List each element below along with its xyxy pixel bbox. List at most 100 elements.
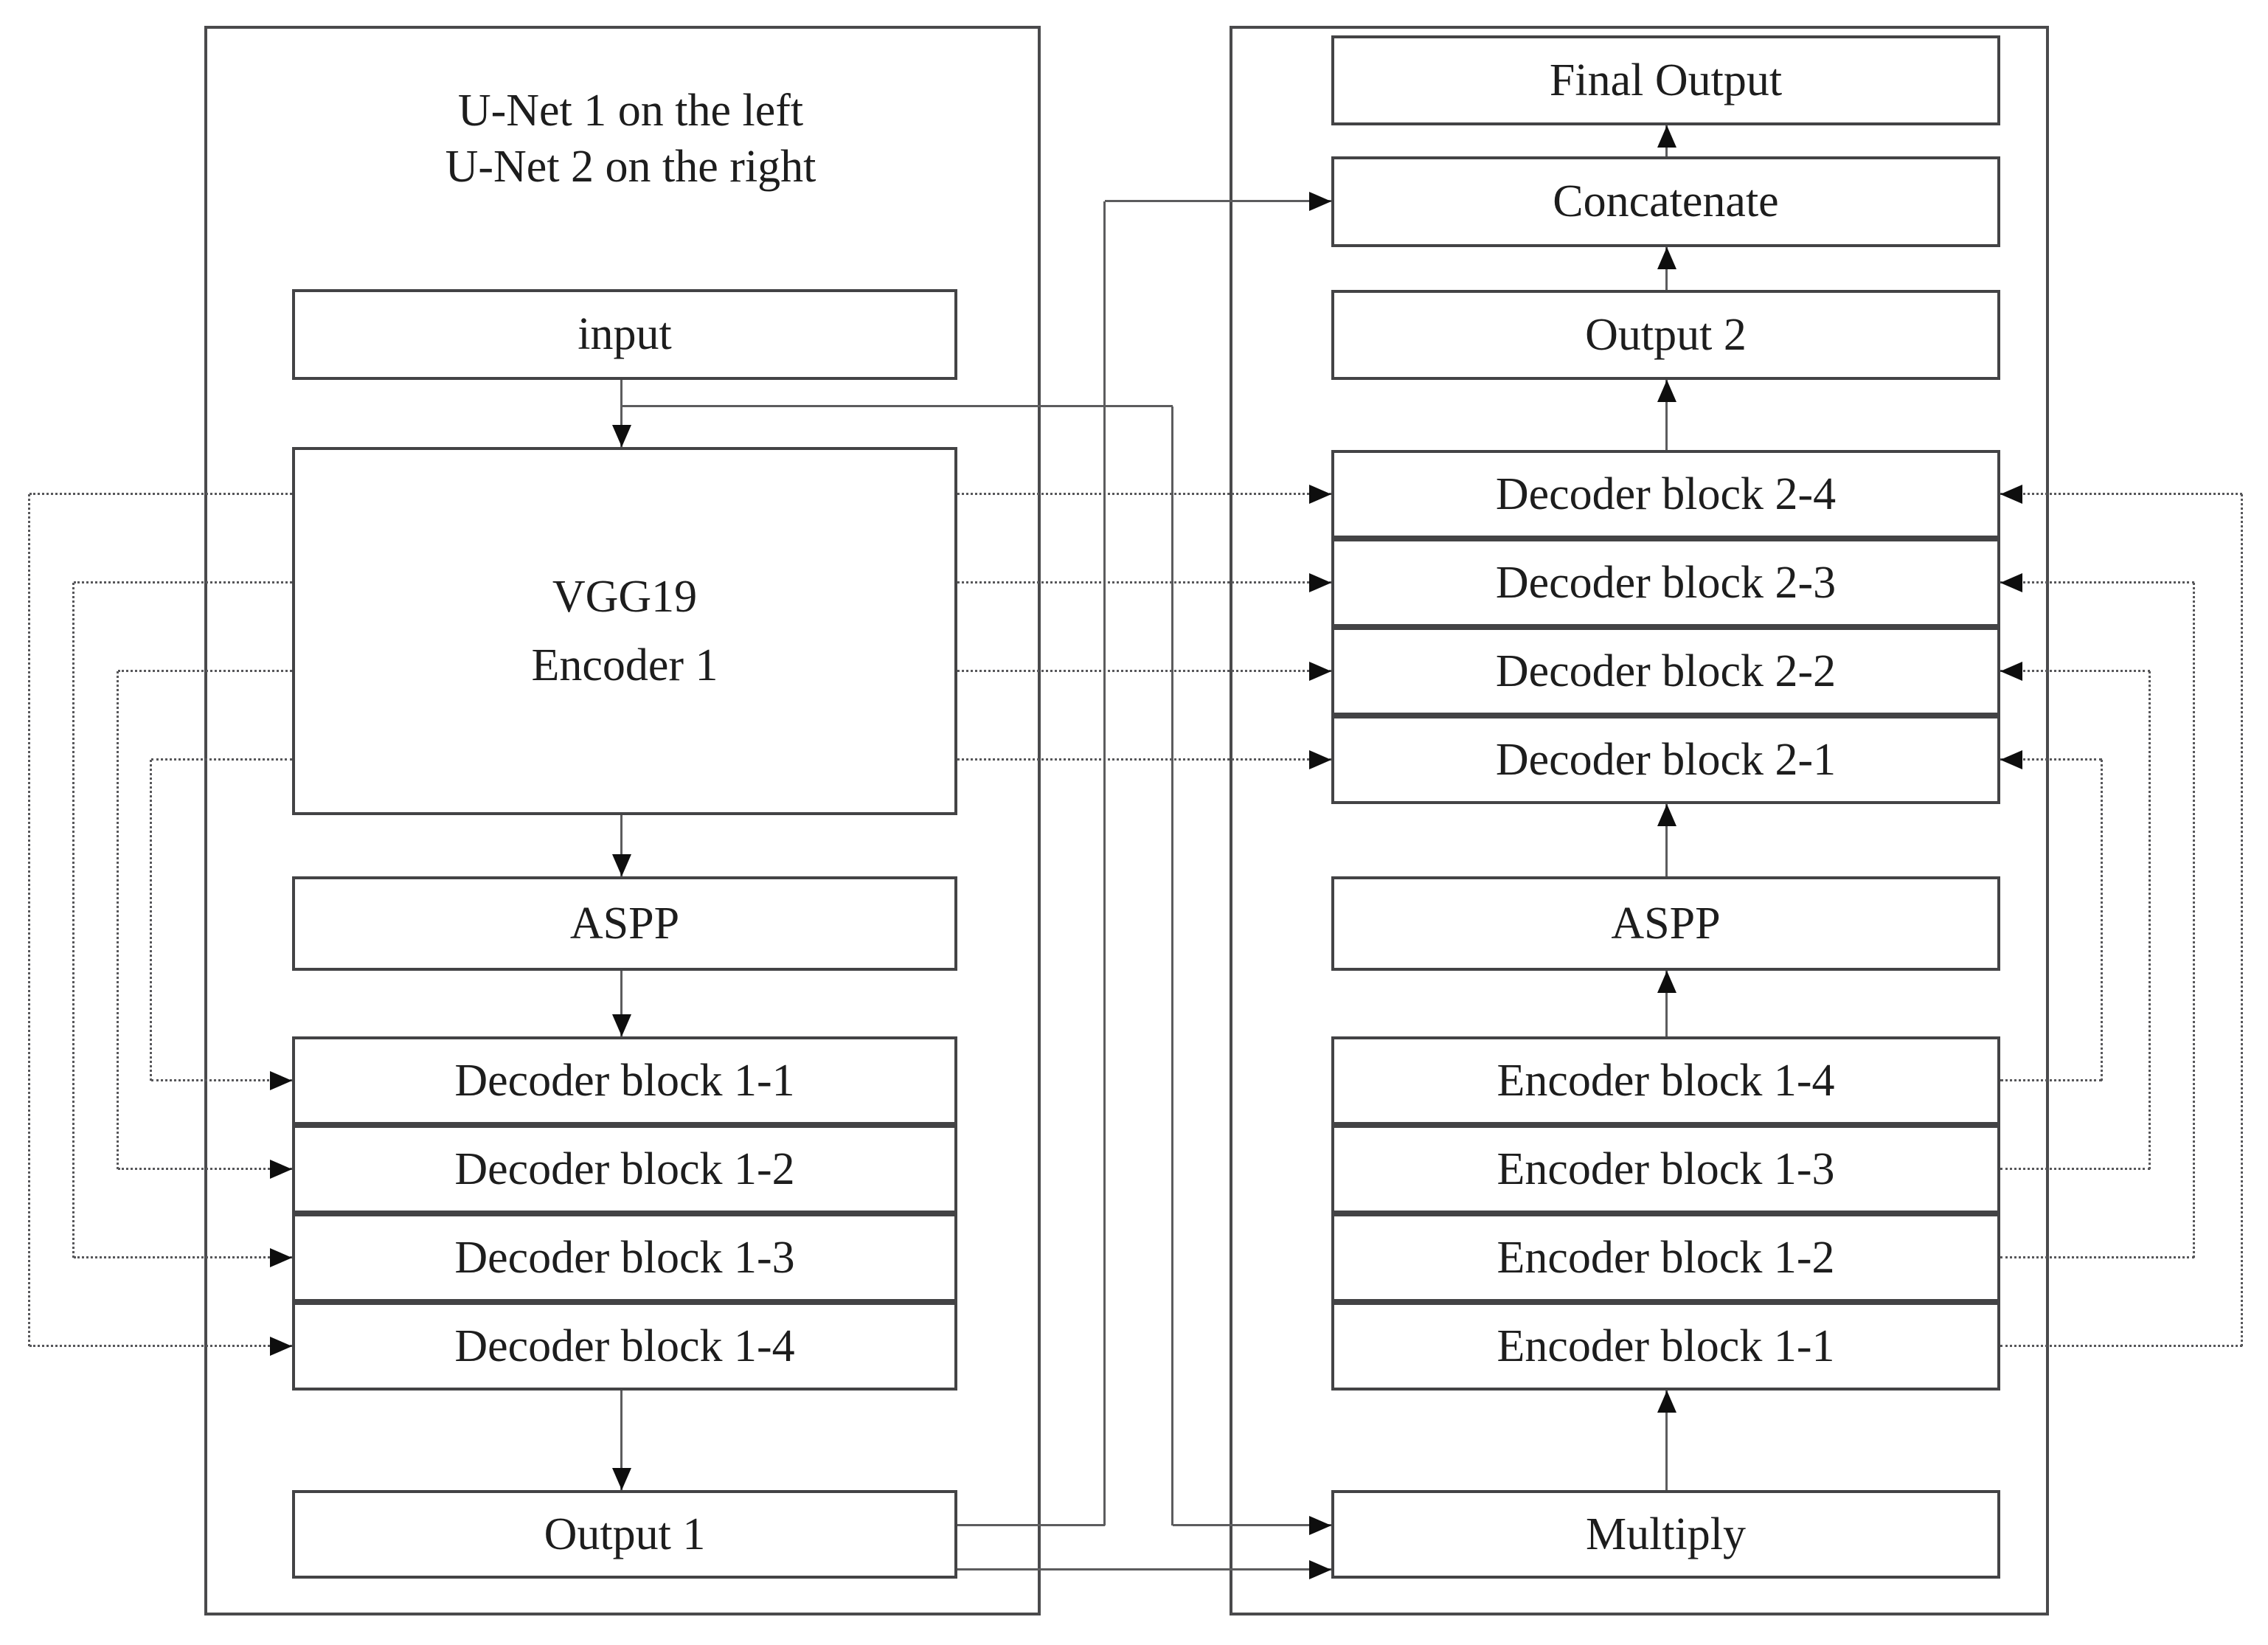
encoder-block-1-2-label: Encoder block 1-2 [1497,1232,1835,1283]
skip-enc14-vertical [2101,760,2103,1081]
arrowhead-skip-to-decoder1-2 [270,1160,292,1179]
arrowhead-output2-to-concatenate [1657,247,1676,269]
arrowhead-encoderblock-to-aspp2 [1657,971,1676,993]
legend-line-2: U-Net 2 on the right [445,142,816,192]
concatenate-label: Concatenate [1553,176,1779,226]
connector-input-branch-vertical [1171,406,1173,1525]
skip-vgg-left-2-vertical [72,583,74,1258]
skip-vgg-left-2-top [74,581,292,583]
aspp1-box: ASPP [292,876,957,971]
arrowhead-skip-to-decoder2-2-right [2000,662,2022,681]
connector-aspp2-to-decoder2 [1665,804,1668,876]
multiply-label: Multiply [1585,1509,1747,1559]
skip-vgg-left-1-top [30,493,292,495]
skip-enc12-top [2000,581,2194,583]
skip-enc12-vertical [2193,583,2195,1258]
arrowhead-output1-to-multiply [1309,1560,1331,1579]
arrowhead-aspp2-to-decoder2 [1657,804,1676,826]
encoder-block-1-4: Encoder block 1-4 [1331,1036,2000,1125]
connector-input-to-multiply [1173,1524,1331,1526]
connector-multiply-to-encoderblock [1665,1391,1668,1490]
decoder-block-2-2-label: Decoder block 2-2 [1495,645,1837,696]
decoder-block-1-2-label: Decoder block 1-2 [454,1143,795,1194]
encoder-block-1-4-label: Encoder block 1-4 [1497,1055,1835,1106]
input-label: input [578,309,672,359]
encoder-block-1-3: Encoder block 1-3 [1331,1125,2000,1213]
final-output-label: Final Output [1549,55,1783,105]
skip-vgg-left-1-bottom [30,1345,292,1347]
output2-label: Output 2 [1585,309,1747,360]
skip-vgg-left-3-bottom [118,1168,292,1170]
arrowhead-skip-to-decoder2-4-left [1309,485,1331,504]
skip-enc13-top [2000,670,2150,672]
arrowhead-skip-to-decoder2-1-left [1309,750,1331,769]
arrowhead-skip-to-decoder2-3-left [1309,573,1331,592]
skip-enc13-bottom [2000,1168,2150,1170]
skip-enc11-top [2000,493,2242,495]
connector-input-branch-horizontal [622,405,1173,407]
concatenate-box: Concatenate [1331,156,2000,247]
final-output-box: Final Output [1331,35,2000,125]
decoder-block-2-4: Decoder block 2-4 [1331,450,2000,538]
connector-output1-to-concatenate-horizontal [1105,200,1331,202]
arrowhead-skip-to-decoder1-1 [270,1071,292,1090]
arrowhead-skip-to-decoder1-4 [270,1337,292,1356]
skip-vgg-left-4-top [151,758,292,761]
output1-label: Output 1 [544,1509,706,1559]
arrowhead-input-to-multiply [1309,1516,1331,1535]
arrowhead-output1-to-concatenate [1309,192,1331,211]
encoder-block-1-1: Encoder block 1-1 [1331,1302,2000,1391]
decoder-block-1-4-label: Decoder block 1-4 [454,1320,795,1371]
arrowhead-skip-to-decoder2-2-left [1309,662,1331,681]
arrowhead-decoder2-to-output2 [1657,380,1676,402]
decoder-block-1-1: Decoder block 1-1 [292,1036,957,1125]
decoder-block-2-4-label: Decoder block 2-4 [1495,468,1837,519]
connector-encoderblock-to-aspp2 [1665,971,1668,1036]
encoder1-box: VGG19 Encoder 1 [292,447,957,815]
arrowhead-concatenate-to-finaloutput [1657,125,1676,148]
connector-aspp1-to-decoder1 [620,971,623,1036]
skip-vgg-left-3-vertical [117,671,119,1169]
decoder-block-2-1-label: Decoder block 2-1 [1495,734,1837,785]
decoder-block-1-3-label: Decoder block 1-3 [454,1232,795,1283]
skip-vgg-left-1-vertical [28,494,30,1346]
aspp2-label: ASPP [1611,898,1721,949]
decoder-block-1-1-label: Decoder block 1-1 [454,1055,795,1106]
decoder-block-1-4: Decoder block 1-4 [292,1302,957,1391]
skip-vgg-left-3-top [118,670,292,672]
arrowhead-skip-to-decoder2-4-right [2000,485,2022,504]
arrowhead-skip-to-decoder2-3-right [2000,573,2022,592]
arrowhead-aspp1-to-decoder1 [612,1014,631,1036]
connector-decoder2-to-output2 [1665,380,1668,450]
connector-output1-to-multiply [957,1568,1331,1570]
decoder-block-2-2: Decoder block 2-2 [1331,627,2000,716]
encoder-block-1-3-label: Encoder block 1-3 [1497,1143,1835,1194]
decoder-block-1-2: Decoder block 1-2 [292,1125,957,1213]
decoder-block-2-1: Decoder block 2-1 [1331,716,2000,804]
arrowhead-encoder1-to-aspp1 [612,854,631,876]
input-box: input [292,289,957,380]
connector-input-to-encoder1 [620,380,623,447]
aspp2-box: ASPP [1331,876,2000,971]
decoder-block-1-3: Decoder block 1-3 [292,1213,957,1302]
skip-enc13-vertical [2149,671,2151,1169]
connector-encoder1-to-aspp1 [620,815,623,876]
output1-box: Output 1 [292,1490,957,1579]
legend: U-Net 1 on the left U-Net 2 on the right [299,83,963,195]
skip-enc11-vertical [2241,494,2243,1346]
arrowhead-skip-to-decoder1-3 [270,1248,292,1267]
encoder-block-1-2: Encoder block 1-2 [1331,1213,2000,1302]
legend-line-1: U-Net 1 on the left [457,86,804,136]
unet1-frame [204,26,1041,1615]
connector-decoder1-to-output1 [620,1391,623,1490]
encoder-block-1-1-label: Encoder block 1-1 [1497,1320,1835,1371]
arrowhead-decoder1-to-output1 [612,1468,631,1490]
encoder1-label-line2: Encoder 1 [531,640,718,690]
arrowhead-input-to-encoder1 [612,425,631,447]
decoder-block-2-3: Decoder block 2-3 [1331,538,2000,627]
encoder1-label-line1: VGG19 [552,571,698,622]
multiply-box: Multiply [1331,1490,2000,1579]
aspp1-label: ASPP [569,898,680,949]
skip-enc11-bottom [2000,1345,2242,1347]
